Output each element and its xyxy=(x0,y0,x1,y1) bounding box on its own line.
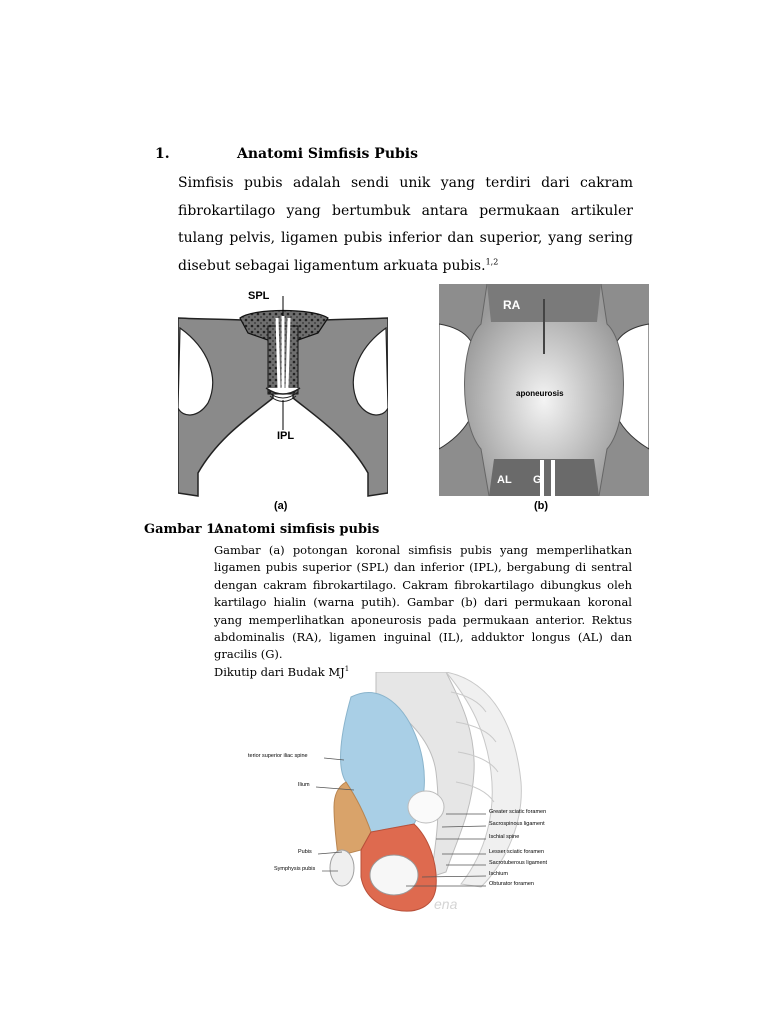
label-lesser-sciatic-foramen: Lesser sciatic foramen xyxy=(489,849,545,855)
label-g: G xyxy=(533,474,542,486)
label-sacrospinous-ligament: Sacrospinous ligament xyxy=(489,821,545,827)
figure-1b-drawing xyxy=(438,283,650,497)
caption-source-text: Dikutip dari Budak MJ xyxy=(214,664,345,679)
caption-source-ref: 1 xyxy=(344,665,350,674)
figure-1a-coronal-section: SPL IPL (a) xyxy=(177,288,389,518)
label-ischial-spine: Ischial spine xyxy=(489,834,520,840)
figure-1a-letter: (a) xyxy=(274,500,288,512)
label-greater-sciatic-foramen: Greater sciatic foramen xyxy=(489,809,547,815)
figure-caption-body: Gambar (a) potongan koronal simfisis pub… xyxy=(214,542,632,681)
figure-number: Gambar 1. xyxy=(144,522,220,537)
label-ipl: IPL xyxy=(277,430,295,442)
label-anterior-superior-iliac-spine: terior superior iliac spine xyxy=(248,753,308,759)
section-paragraph: Simfisis pubis adalah sendi unik yang te… xyxy=(178,170,633,280)
label-aponeurosis: aponeurosis xyxy=(516,389,564,398)
section-title: Anatomi Simfisis Pubis xyxy=(237,146,418,162)
section-number: 1. xyxy=(155,146,170,162)
figure-title: Anatomi simfisis pubis xyxy=(214,522,380,537)
label-ilium: Ilium xyxy=(298,782,310,788)
figure-caption-heading: Gambar 1. Anatomi simfisis pubis xyxy=(144,522,379,537)
label-ra: RA xyxy=(503,298,521,312)
caption-source: Dikutip dari Budak MJ1 xyxy=(214,664,632,681)
figure-1b-anterior-surface: RA aponeurosis AL G (b) xyxy=(438,283,650,518)
label-symphysis-pubis: Symphysis pubis xyxy=(274,866,316,872)
label-sacrotuberous-ligament: Sacrotuberous ligament xyxy=(489,860,548,866)
paragraph-reference: 1,2 xyxy=(485,256,499,266)
label-pubis: Pubis xyxy=(298,849,312,855)
figure-pelvis-illustration: terior superior iliac spine Ilium Pubis … xyxy=(246,671,566,916)
paragraph-text: Simfisis pubis adalah sendi unik yang te… xyxy=(178,175,633,274)
pelvis-drawing xyxy=(315,671,522,912)
figure-1a-drawing xyxy=(177,296,389,497)
watermark: ena xyxy=(434,896,458,912)
caption-text: Gambar (a) potongan koronal simfisis pub… xyxy=(214,543,632,662)
figure-1b-letter: (b) xyxy=(534,500,549,512)
label-spl: SPL xyxy=(248,290,270,302)
label-ischium: Ischium xyxy=(489,871,508,877)
label-al: AL xyxy=(497,474,512,486)
label-obturator-foramen: Obturator foramen xyxy=(489,881,534,887)
